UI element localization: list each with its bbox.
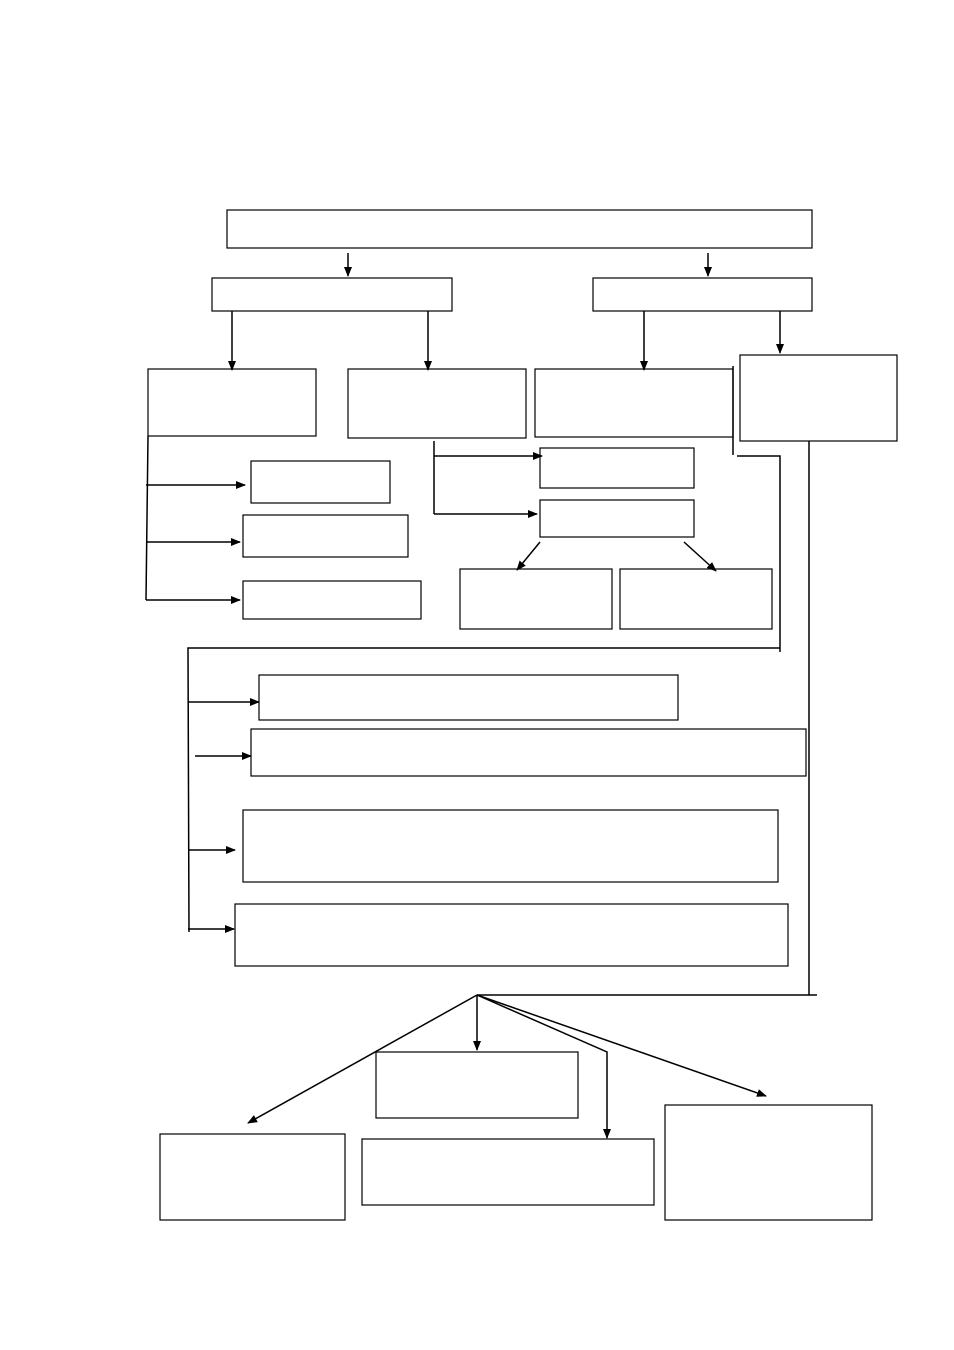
arrow-hub-to-bottom-left [247,994,478,1124]
bottom-box-center-bottom [361,1138,655,1206]
connectors-layer [145,253,817,1139]
sub-box-bottom-left [459,568,613,630]
bottom-box-center-top [375,1051,579,1119]
wide-box-3 [242,809,779,883]
wide-box-2 [250,728,807,777]
wide-boxes-bracket [187,647,780,933]
bottom-box-left [159,1133,346,1221]
sub-box-left-2 [242,514,409,558]
bottom-box-right [664,1104,873,1221]
sub-box-bottom-right [619,568,773,630]
sub-box-middle-1 [539,447,695,489]
wide-box-4 [234,903,789,967]
sub-box-middle-2 [539,499,695,538]
wide-box-1 [258,674,679,721]
level-2-left-box [211,277,453,312]
arrow-hub-to-bottom-right [476,994,767,1097]
boxes-layer [147,209,898,1221]
top-level-box [226,209,813,249]
level-2-right-box [592,277,813,312]
arrow-split-left [516,541,541,571]
arrow-hub-to-center-bottom [476,994,611,1139]
level-3-box-4 [739,354,898,442]
right-inner-connector [737,455,781,652]
left-branch-trunk [145,435,149,601]
level-3-box-3 [534,368,734,438]
arrow-split-right [683,541,717,572]
level-3-box-1 [147,368,317,437]
level-3-box-2 [347,368,527,439]
sub-box-left-3 [242,580,422,620]
sub-box-left-1 [250,460,391,504]
